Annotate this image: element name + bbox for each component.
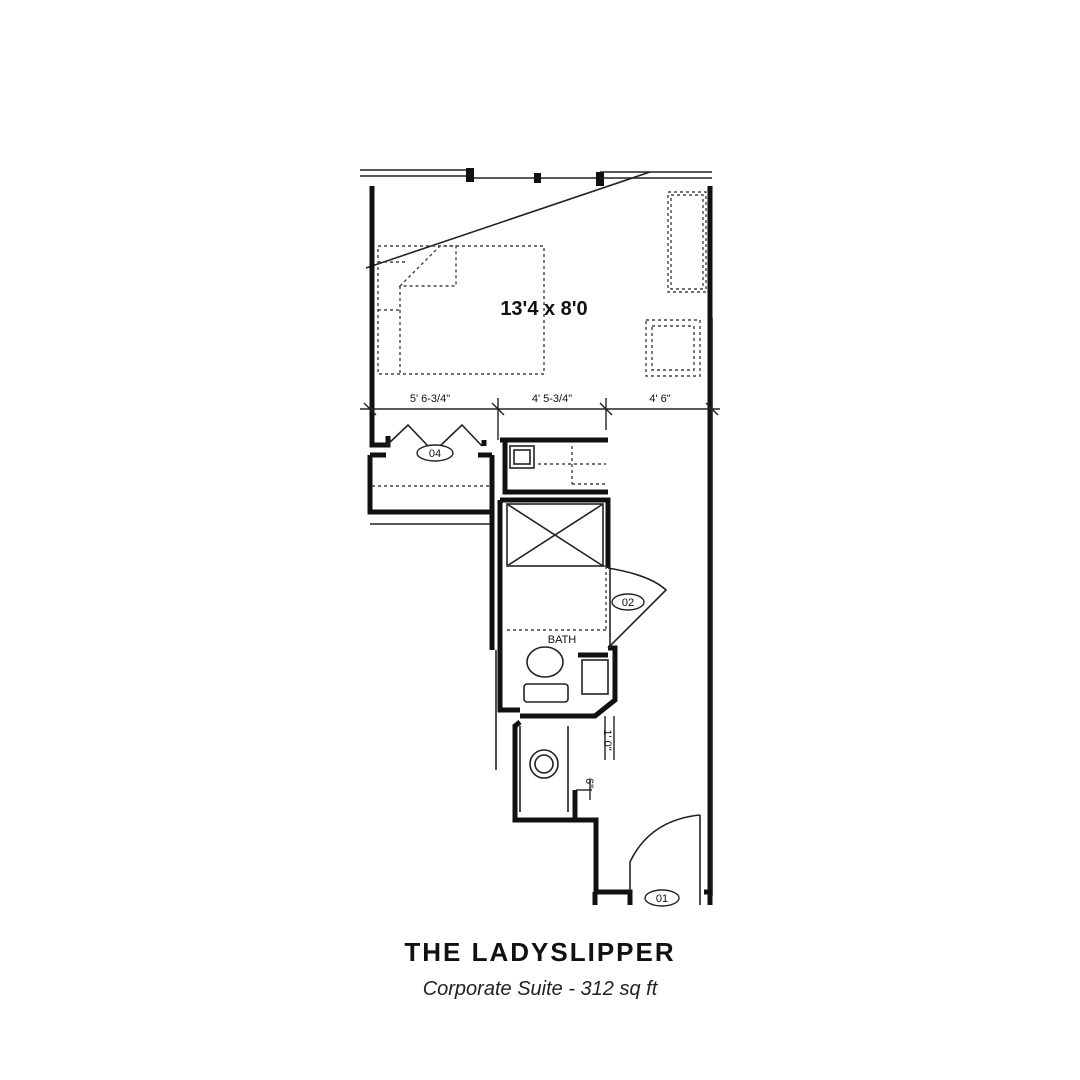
dresser-outline <box>667 191 707 293</box>
exterior-wall <box>369 186 391 448</box>
bath-label: BATH <box>548 634 577 646</box>
chair-outline <box>645 319 701 377</box>
dimension-label-3: 4' 6" <box>649 393 670 405</box>
dimension-label-4: 1' 0" <box>601 729 613 750</box>
kitchenette <box>500 437 608 495</box>
dimension-label-2: 4' 5-3/4" <box>532 393 572 405</box>
door-tag-04 <box>416 444 454 462</box>
dimension-line <box>360 398 720 440</box>
plan-title: THE LADYSLIPPER <box>404 937 676 967</box>
door-tag-02 <box>611 593 645 611</box>
bed-outline <box>377 245 545 375</box>
closet-04 <box>367 423 495 525</box>
diagonal-line <box>365 171 651 269</box>
door-tag-02-label: 02 <box>622 597 634 609</box>
door-tag-01 <box>644 889 680 907</box>
door-tag-01-label: 01 <box>656 893 668 905</box>
dimension-marks <box>576 716 615 800</box>
window-top <box>360 168 712 186</box>
entry-door <box>629 814 712 905</box>
room-dimension-label: 13'4 x 8'0 <box>500 298 587 320</box>
laundry-closet <box>512 720 633 905</box>
dimension-label-1: 5' 6-3/4" <box>410 393 450 405</box>
door-tag-04-label: 04 <box>429 448 441 460</box>
plan-subtitle: Corporate Suite - 312 sq ft <box>422 978 658 1000</box>
bath-walls <box>497 497 668 719</box>
dimension-label-5: 6" <box>583 778 595 788</box>
